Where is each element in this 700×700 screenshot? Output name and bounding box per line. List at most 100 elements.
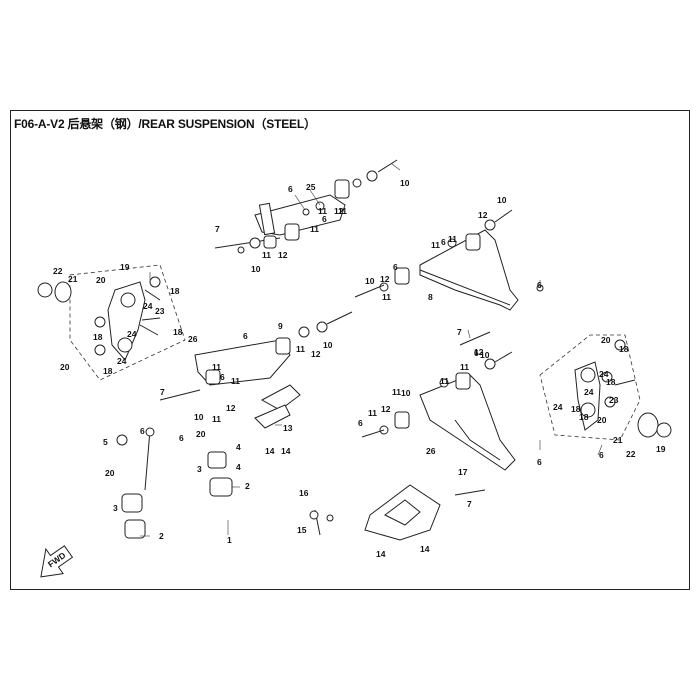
- callout-number: 14: [281, 446, 291, 456]
- callout-number: 18: [579, 412, 589, 422]
- upper-right-arm: [354, 209, 544, 311]
- callout-number: 11: [431, 240, 440, 250]
- callout-number: 18: [619, 344, 629, 354]
- callout-number: 6: [243, 331, 248, 341]
- callout-number: 6: [179, 433, 184, 443]
- callout-number: 11: [440, 376, 449, 386]
- callout-number: 24: [127, 329, 137, 339]
- callout-number: 17: [458, 467, 468, 477]
- stabilizer-bar: [116, 427, 334, 539]
- callout-number: 22: [53, 266, 63, 276]
- callout-number: 16: [299, 488, 309, 498]
- callout-number: 24: [599, 369, 609, 379]
- callout-number: 10: [497, 195, 507, 205]
- callout-number: 23: [155, 306, 165, 316]
- upper-left-arm: [214, 159, 398, 254]
- callout-number: 18: [571, 404, 581, 414]
- callout-number: 15: [297, 525, 307, 535]
- callout-number: 7: [467, 499, 472, 509]
- callout-number: 7: [160, 387, 165, 397]
- callout-number: 11: [231, 376, 240, 386]
- callout-number: 24: [143, 301, 153, 311]
- diagram-frame: [10, 110, 690, 590]
- callout-number: 26: [188, 334, 198, 344]
- callout-number: 6: [441, 237, 446, 247]
- callout-number: 10: [251, 264, 261, 274]
- fwd-arrow: FWD: [40, 545, 74, 578]
- callout-number: 11: [338, 206, 347, 216]
- right-knuckle-group: [539, 334, 672, 441]
- callout-number: 11: [262, 250, 271, 260]
- callout-number: 18: [606, 377, 616, 387]
- callout-number: 6: [393, 262, 398, 272]
- callout-number: 6: [537, 280, 542, 290]
- left-knuckle-group: [37, 264, 186, 381]
- callout-number: 5: [103, 437, 108, 447]
- callout-number: 3: [197, 464, 202, 474]
- callout-number: 18: [173, 327, 183, 337]
- callout-number: 11: [368, 408, 377, 418]
- callout-number: 18: [93, 332, 103, 342]
- callout-number: 20: [601, 335, 611, 345]
- callout-number: 11: [212, 414, 221, 424]
- callout-number: 10: [323, 340, 333, 350]
- callout-number: 11: [448, 234, 457, 244]
- callout-number: 11: [460, 362, 469, 372]
- callout-number: 20: [196, 429, 206, 439]
- callout-number: 7: [457, 327, 462, 337]
- callout-number: 12: [478, 210, 488, 220]
- lower-right-arm: [361, 351, 516, 471]
- callout-number: 24: [584, 387, 594, 397]
- callout-number: 26: [426, 446, 436, 456]
- callout-number: 13: [283, 423, 293, 433]
- callout-number: 6: [474, 348, 479, 358]
- callout-number: 1: [227, 535, 232, 545]
- callout-number: 12: [226, 403, 236, 413]
- callout-number: 8: [428, 292, 433, 302]
- callout-number: 11: [318, 206, 327, 216]
- callout-number: 20: [60, 362, 70, 372]
- callout-number: 12: [474, 347, 484, 357]
- callout-number: 6: [599, 450, 604, 460]
- callout-number: 3: [113, 503, 118, 513]
- callout-number: 4: [236, 462, 241, 472]
- callout-number: 10: [401, 388, 411, 398]
- callout-number: 24: [553, 402, 563, 412]
- callout-number: 21: [613, 435, 623, 445]
- callout-number: 23: [609, 395, 619, 405]
- callout-number: 20: [105, 468, 115, 478]
- callout-number: 20: [597, 415, 607, 425]
- callout-number: 18: [170, 286, 180, 296]
- callout-number: 12: [381, 404, 391, 414]
- callout-number: 6: [288, 184, 293, 194]
- callout-number: 6: [537, 457, 542, 467]
- bolt-lines: [139, 324, 491, 496]
- callout-number: 14: [265, 446, 275, 456]
- callout-number: 11: [392, 387, 401, 397]
- callout-number: 4: [236, 442, 241, 452]
- callout-number: 24: [117, 356, 127, 366]
- callout-number: 10: [365, 276, 375, 286]
- callout-number: 21: [68, 274, 78, 284]
- callout-number: 11: [296, 344, 305, 354]
- callout-number: 10: [400, 178, 410, 188]
- callout-number: 12: [278, 250, 288, 260]
- callout-number: 10: [194, 412, 204, 422]
- callout-number: 12: [380, 274, 390, 284]
- callout-number: 2: [245, 481, 250, 491]
- callout-number: 7: [215, 224, 220, 234]
- callout-number: 11: [382, 292, 391, 302]
- callout-number: 6: [220, 372, 225, 382]
- skid-guard-15: [364, 484, 441, 541]
- callout-number: 9: [278, 321, 283, 331]
- callout-number: 6: [140, 426, 145, 436]
- callout-number: 19: [656, 444, 666, 454]
- callout-number: 12: [334, 206, 344, 216]
- callout-number: 10: [480, 350, 490, 360]
- diagram-title: F06-A-V2 后悬架（钢）/REAR SUSPENSION（STEEL）: [14, 117, 316, 131]
- leader-lines: [140, 163, 603, 537]
- callout-number: 19: [120, 262, 130, 272]
- callout-number: 6: [358, 418, 363, 428]
